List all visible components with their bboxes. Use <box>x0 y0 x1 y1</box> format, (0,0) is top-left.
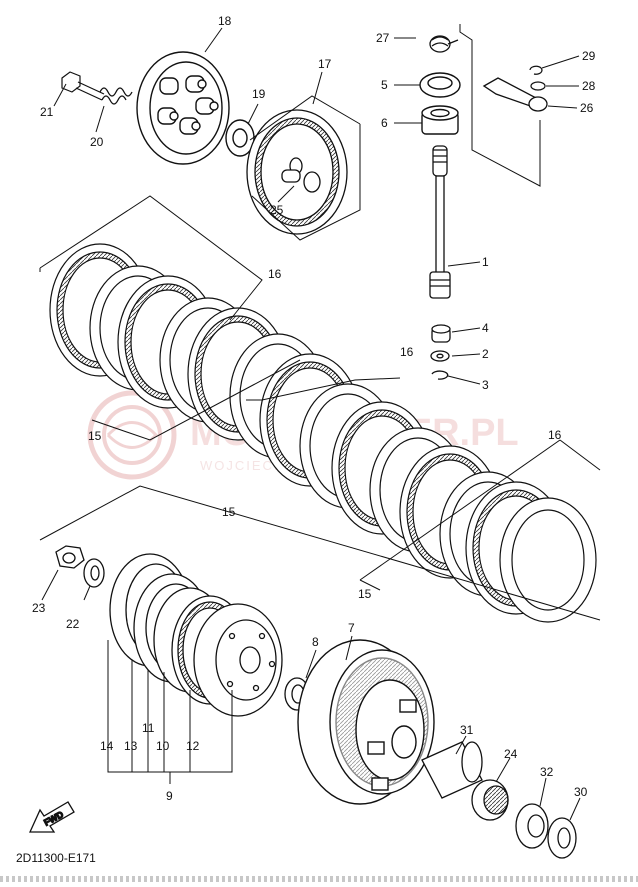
callout-1: 1 <box>482 255 489 269</box>
circlip-29 <box>529 65 543 75</box>
callout-23: 23 <box>32 601 46 615</box>
oil-seal-5 <box>419 72 461 98</box>
callout-17: 17 <box>318 57 332 71</box>
nut-23 <box>55 545 85 569</box>
callout-16-b: 16 <box>400 345 414 359</box>
lever-26 <box>482 77 548 112</box>
callout-15-b: 15 <box>222 505 236 519</box>
callout-15-c: 15 <box>358 587 372 601</box>
circlip-3 <box>431 370 449 380</box>
callout-4: 4 <box>482 321 489 335</box>
callouts: 27 29 28 26 18 17 5 6 21 19 20 25 1 16 4… <box>32 14 596 803</box>
callout-32: 32 <box>540 765 554 779</box>
callout-9: 9 <box>166 789 173 803</box>
bearing-19 <box>225 119 255 157</box>
spring-27 <box>429 35 459 53</box>
washer-28 <box>530 81 546 91</box>
callout-8: 8 <box>312 635 319 649</box>
callout-29: 29 <box>582 49 596 63</box>
washer-22 <box>83 558 105 588</box>
pressure-plate-18 <box>136 51 230 165</box>
callout-24: 24 <box>504 747 518 761</box>
callout-12: 12 <box>186 739 200 753</box>
group-outline-17 <box>249 95 361 241</box>
group-outline-shaft <box>459 24 541 187</box>
gear-32 <box>515 803 549 849</box>
needle-bearing-24 <box>471 779 509 821</box>
washer-30 <box>547 817 577 859</box>
callout-16-a: 16 <box>268 267 282 281</box>
clutch-housing-7 <box>297 639 435 805</box>
callout-2: 2 <box>482 347 489 361</box>
callout-19: 19 <box>252 87 266 101</box>
bolt-21 <box>61 71 105 101</box>
push-rod-25 <box>281 157 321 193</box>
leader-lines <box>41 27 581 821</box>
diagram-code: 2D11300-E171 <box>16 851 96 865</box>
callout-15-a: 15 <box>88 429 102 443</box>
callout-11: 11 <box>142 721 155 735</box>
callout-18: 18 <box>218 14 232 28</box>
callout-20: 20 <box>90 135 104 149</box>
callout-27: 27 <box>376 31 390 45</box>
spacer-31 <box>421 741 483 799</box>
clutch-boss-12 <box>193 603 283 717</box>
callout-22: 22 <box>66 617 80 631</box>
callout-5: 5 <box>381 78 388 92</box>
callout-7: 7 <box>348 621 355 635</box>
callout-13: 13 <box>124 739 138 753</box>
group-outline-lower <box>39 485 601 621</box>
spring-20 <box>99 87 133 105</box>
callout-30: 30 <box>574 785 588 799</box>
callout-28: 28 <box>582 79 596 93</box>
callout-3: 3 <box>482 378 489 392</box>
washer-2 <box>430 350 450 362</box>
bottom-strip <box>0 876 638 882</box>
callout-10: 10 <box>156 739 170 753</box>
callout-6: 6 <box>381 116 388 130</box>
plate-stack <box>49 243 597 623</box>
callout-14: 14 <box>100 739 114 753</box>
fwd-arrow-icon: FWD <box>28 801 75 833</box>
callout-26: 26 <box>580 101 594 115</box>
bearing-6 <box>421 105 459 135</box>
callout-16-c: 16 <box>548 428 562 442</box>
callout-21: 21 <box>40 105 54 119</box>
push-lever-shaft-1 <box>429 145 451 299</box>
bearing-4 <box>431 324 451 343</box>
group-outline-plates <box>39 195 601 591</box>
callout-31: 31 <box>460 723 474 737</box>
callout-25: 25 <box>270 203 284 217</box>
